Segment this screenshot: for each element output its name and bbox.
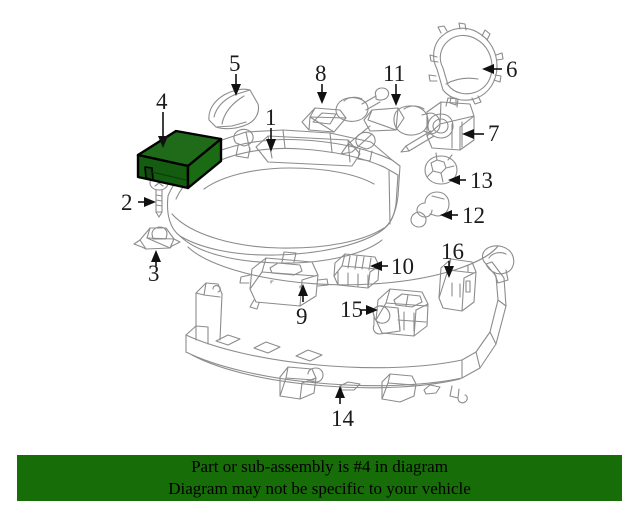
callout-label-16: 16 (441, 239, 464, 264)
callout-label-7: 7 (488, 121, 500, 146)
callout-leader-arrows (138, 64, 502, 404)
notice-line-secondary: Diagram may not be specific to your vehi… (168, 479, 471, 498)
callout-label-14: 14 (331, 406, 354, 431)
callout-label-10: 10 (391, 254, 414, 279)
exploded-parts-illustration (133, 22, 515, 404)
part-headlight-seal (428, 22, 504, 106)
part-support-tie-bar (195, 282, 223, 341)
part-hid-ballast-highlighted (136, 129, 223, 190)
callout-label-1: 1 (265, 105, 277, 130)
callout-label-4: 4 (156, 89, 168, 114)
callout-label-6: 6 (506, 57, 518, 82)
callout-label-9: 9 (296, 304, 308, 329)
part-wiring-connector (333, 253, 380, 289)
diagram-canvas: 4 5 8 11 6 1 7 13 12 2 3 9 10 16 15 14 (121, 22, 518, 431)
cowl-contour-line (187, 245, 499, 286)
callout-label-11: 11 (383, 61, 406, 86)
part-igniter-module (239, 251, 329, 310)
part-adjuster-unit (372, 288, 429, 337)
part-headlight-trim-cover (208, 88, 260, 130)
callout-label-3: 3 (148, 261, 160, 286)
callout-label-12: 12 (462, 203, 485, 228)
callout-label-15: 15 (340, 297, 363, 322)
part-parking-light-socket (424, 152, 458, 185)
callout-label-13: 13 (470, 168, 493, 193)
callout-label-8: 8 (315, 61, 327, 86)
part-xenon-bulb (340, 105, 441, 155)
part-bracket-clip (133, 226, 181, 250)
part-halogen-bulb (301, 87, 390, 133)
part-bumper-carrier (185, 245, 515, 404)
notice-line-primary: Part or sub-assembly is #4 in diagram (191, 457, 448, 477)
callout-label-2: 2 (121, 190, 133, 215)
part-socket-cap (410, 191, 450, 228)
part-notice-banner: Part or sub-assembly is #4 in diagram Di… (17, 455, 622, 501)
part-level-motor (400, 97, 475, 153)
callout-label-5: 5 (229, 51, 241, 76)
